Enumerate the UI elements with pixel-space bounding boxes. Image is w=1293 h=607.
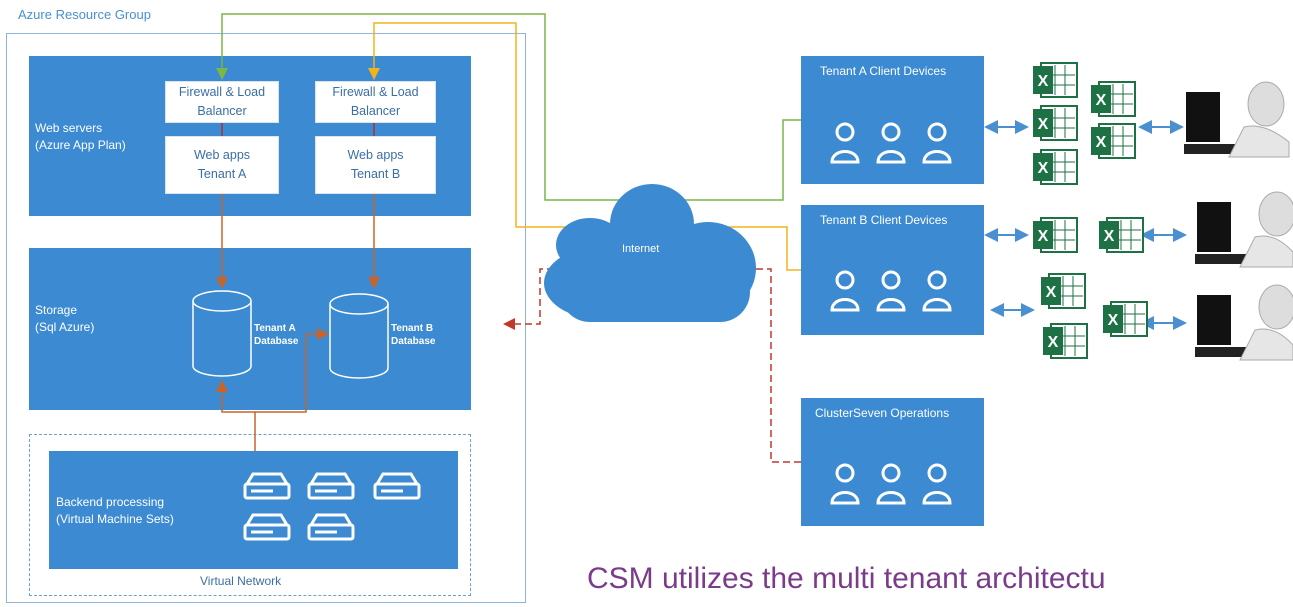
blue-arrows bbox=[984, 120, 1187, 330]
firewall-a-line2: Balancer bbox=[197, 104, 247, 118]
ops-panel bbox=[801, 398, 984, 526]
backend-to-db-a bbox=[216, 380, 256, 451]
storage-title-line2: (Sql Azure) bbox=[35, 320, 95, 334]
svg-text:X: X bbox=[1096, 92, 1107, 109]
db-b-cylinder bbox=[329, 293, 389, 379]
backend-title-line1: Backend processing bbox=[56, 495, 165, 509]
firewall-b-line2: Balancer bbox=[350, 104, 401, 118]
virtual-network-label: Virtual Network bbox=[200, 574, 282, 588]
webapp-b-line1: Web apps bbox=[347, 148, 404, 162]
db-a-label-line1: Tenant A bbox=[254, 323, 296, 334]
web-servers-title-line1: Web servers bbox=[35, 121, 103, 135]
backend-title-line2: (Virtual Machine Sets) bbox=[56, 512, 174, 526]
db-b-label-line2: Database bbox=[391, 336, 436, 347]
svg-text:X: X bbox=[1038, 116, 1049, 133]
yellow-connector bbox=[368, 22, 801, 271]
internet-label: Internet bbox=[622, 243, 660, 255]
svg-text:X: X bbox=[1104, 228, 1115, 245]
firewall-b-line1: Firewall & Load bbox=[332, 85, 419, 99]
internet-cloud bbox=[544, 184, 756, 322]
firewall-b-box: Firewall & Load Balancer bbox=[315, 81, 436, 123]
db-a-label: Tenant A Database bbox=[254, 322, 298, 348]
db-a-label-line2: Database bbox=[254, 336, 299, 347]
tenant-b-title: Tenant B Client Devices bbox=[820, 213, 948, 227]
db-b-label: Tenant B Database bbox=[391, 322, 435, 348]
green-connector bbox=[216, 13, 801, 201]
webapp-a-box: Web apps Tenant A bbox=[165, 136, 279, 194]
svg-text:X: X bbox=[1038, 73, 1049, 90]
resource-group-boundary bbox=[6, 33, 526, 603]
svg-text:X: X bbox=[1048, 334, 1059, 351]
server-icons bbox=[243, 472, 421, 541]
db-a-cylinder bbox=[192, 290, 252, 377]
firewall-a-box: Firewall & Load Balancer bbox=[165, 81, 279, 123]
storage-title-line1: Storage bbox=[35, 303, 78, 317]
backend-to-db-b bbox=[255, 328, 329, 413]
tenant-b-panel bbox=[801, 205, 984, 335]
backend-title: Backend processing (Virtual Machine Sets… bbox=[56, 494, 174, 528]
webapp-b-box: Web apps Tenant B bbox=[315, 136, 436, 194]
backend-panel bbox=[49, 451, 458, 569]
firewall-a-line1: Firewall & Load bbox=[178, 85, 266, 99]
svg-text:X: X bbox=[1096, 134, 1107, 151]
excel-icons: X X X X X X X X X X bbox=[1033, 62, 1148, 359]
web-servers-title-line2: (Azure App Plan) bbox=[35, 138, 126, 152]
ops-title: ClusterSeven Operations bbox=[815, 406, 950, 420]
caption: CSM utilizes the multi tenant architectu bbox=[587, 562, 1106, 595]
webapp-a-line1: Web apps bbox=[193, 148, 251, 162]
svg-text:X: X bbox=[1038, 160, 1049, 177]
tenant-a-title: Tenant A Client Devices bbox=[820, 64, 947, 78]
webapp-b-line2: Tenant B bbox=[350, 167, 401, 181]
virtual-network-boundary bbox=[29, 434, 471, 596]
webapp-a-line2: Tenant A bbox=[197, 167, 247, 181]
red-dashed-connector bbox=[503, 268, 801, 463]
user-icons bbox=[830, 122, 952, 505]
resource-group-label: Azure Resource Group bbox=[18, 7, 151, 22]
svg-text:X: X bbox=[1038, 228, 1049, 245]
svg-text:X: X bbox=[1046, 284, 1057, 301]
computer-user-icons bbox=[1184, 81, 1293, 361]
storage-title: Storage (Sql Azure) bbox=[35, 302, 94, 336]
svg-text:X: X bbox=[1108, 312, 1119, 329]
web-servers-title: Web servers (Azure App Plan) bbox=[35, 120, 126, 154]
db-b-label-line1: Tenant B bbox=[391, 323, 434, 334]
